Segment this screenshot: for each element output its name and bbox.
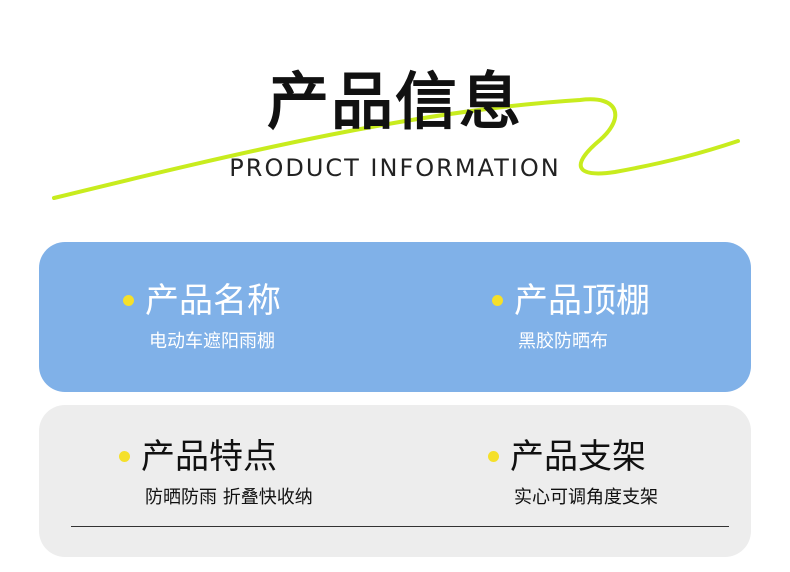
bullet-dot [123,295,134,306]
info-item-value: 黑胶防晒布 [518,331,608,352]
info-card-primary: 产品名称 电动车遮阳雨棚 产品顶棚 黑胶防晒布 [39,242,751,392]
info-card-secondary: 产品特点 防晒防雨 折叠快收纳 产品支架 实心可调角度支架 [39,405,751,557]
bullet-dot [488,451,499,462]
bullet-dot [119,451,130,462]
page-title: 产品信息 [266,65,523,138]
bullet-dot [492,295,503,306]
info-item-label: 产品特点 [141,437,277,477]
info-item-value: 实心可调角度支架 [514,487,658,508]
info-item-label: 产品顶棚 [514,281,650,321]
info-item-label: 产品名称 [145,281,281,321]
divider-line [71,526,729,527]
info-item-value: 电动车遮阳雨棚 [149,331,275,352]
decorative-swoosh-line [52,97,740,200]
info-item-label: 产品支架 [510,437,646,477]
page-subtitle: PRODUCT INFORMATION [229,154,561,182]
info-item-value: 防晒防雨 折叠快收纳 [145,487,313,508]
